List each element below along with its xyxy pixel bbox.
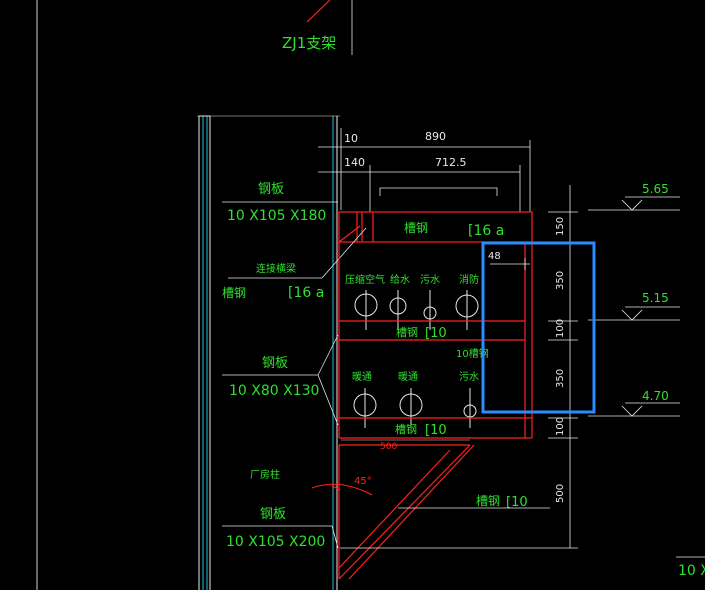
- dim-100-a: 100: [555, 319, 566, 338]
- pipes-row2: [353, 388, 477, 428]
- elevation-marker: [588, 196, 680, 211]
- leader-line: [306, 0, 331, 23]
- dimension-top: [318, 128, 531, 212]
- elevation-3: 4.70: [642, 389, 669, 403]
- diagonal-brace: [338, 444, 475, 580]
- dim-140: 140: [344, 156, 365, 169]
- dim-100-b: 100: [555, 417, 566, 436]
- pipe-fire-label: 消防: [459, 273, 479, 286]
- plate3-name: 钢板: [260, 507, 286, 522]
- plate1-size: 10 X105 X180: [227, 208, 326, 224]
- dim-10: 10: [344, 132, 358, 145]
- angle-arc: [311, 483, 373, 496]
- dim-350-a: 350: [555, 271, 566, 290]
- connect-beam-label: 连接横梁: [256, 262, 296, 275]
- elevation-2: 5.15: [642, 291, 669, 305]
- channel-diag-label: 槽钢: [476, 494, 500, 508]
- channel-bot-label: 槽钢: [395, 423, 417, 436]
- angle-label: 45°: [354, 476, 372, 487]
- mid-channel-steel-1: [339, 320, 525, 341]
- elevation-marker: [588, 402, 680, 417]
- cutoff-label: 10 X: [678, 563, 705, 579]
- leader-line: [331, 525, 339, 549]
- dim-150: 150: [555, 217, 566, 236]
- leader-line: [331, 485, 341, 491]
- wall-column: [198, 115, 211, 590]
- channel-10-label: 10槽钢: [456, 347, 489, 360]
- dim-500-v: 500: [555, 484, 566, 503]
- pipe-water-label: 给水: [390, 273, 410, 286]
- leader-line: [222, 334, 339, 426]
- elevation-1: 5.65: [642, 182, 669, 196]
- channel-mid-spec: [10: [425, 326, 447, 341]
- channel-mid-label: 槽钢: [396, 326, 418, 339]
- elevation-marker: [588, 306, 680, 321]
- factory-column: [197, 115, 340, 590]
- plate3-size: 10 X105 X200: [226, 534, 325, 550]
- pipes-row1: [354, 290, 479, 330]
- pipe-waste2-label: 污水: [459, 371, 479, 383]
- dimension-right: [340, 185, 578, 549]
- pipe-waste1-label: 污水: [420, 274, 440, 286]
- dim-350-b: 350: [555, 369, 566, 388]
- channel-top-spec: [16 a: [468, 223, 504, 239]
- plate1-name: 钢板: [258, 182, 284, 197]
- plate2-name: 钢板: [262, 356, 288, 371]
- channel-bot-spec: [10: [425, 423, 447, 438]
- plate2-size: 10 X80 X130: [229, 383, 319, 399]
- channel-left-spec: [16 a: [288, 285, 324, 301]
- right-hanger: [338, 242, 533, 438]
- pipe-heat2-label: 暖通: [398, 370, 418, 383]
- pipe-air-label: 压缩空气: [345, 273, 385, 286]
- column-label: 厂房柱: [250, 468, 280, 481]
- dim-712-5: 712.5: [435, 156, 467, 169]
- channel-diag-spec: [10: [506, 495, 528, 510]
- leader-line: [321, 227, 367, 279]
- dim-48: 48: [488, 251, 501, 262]
- title-label: ZJ1支架: [282, 34, 336, 52]
- dim-890: 890: [425, 130, 446, 143]
- dim-500-h: 500: [380, 442, 397, 452]
- channel-left-label: 槽钢: [222, 286, 246, 300]
- pipe-heat1-label: 暖通: [352, 370, 372, 383]
- channel-top-label: 槽钢: [404, 221, 428, 235]
- bottom-channel-steel: [339, 417, 532, 439]
- selection-highlight[interactable]: [481, 241, 596, 414]
- top-channel-steel: [338, 211, 533, 243]
